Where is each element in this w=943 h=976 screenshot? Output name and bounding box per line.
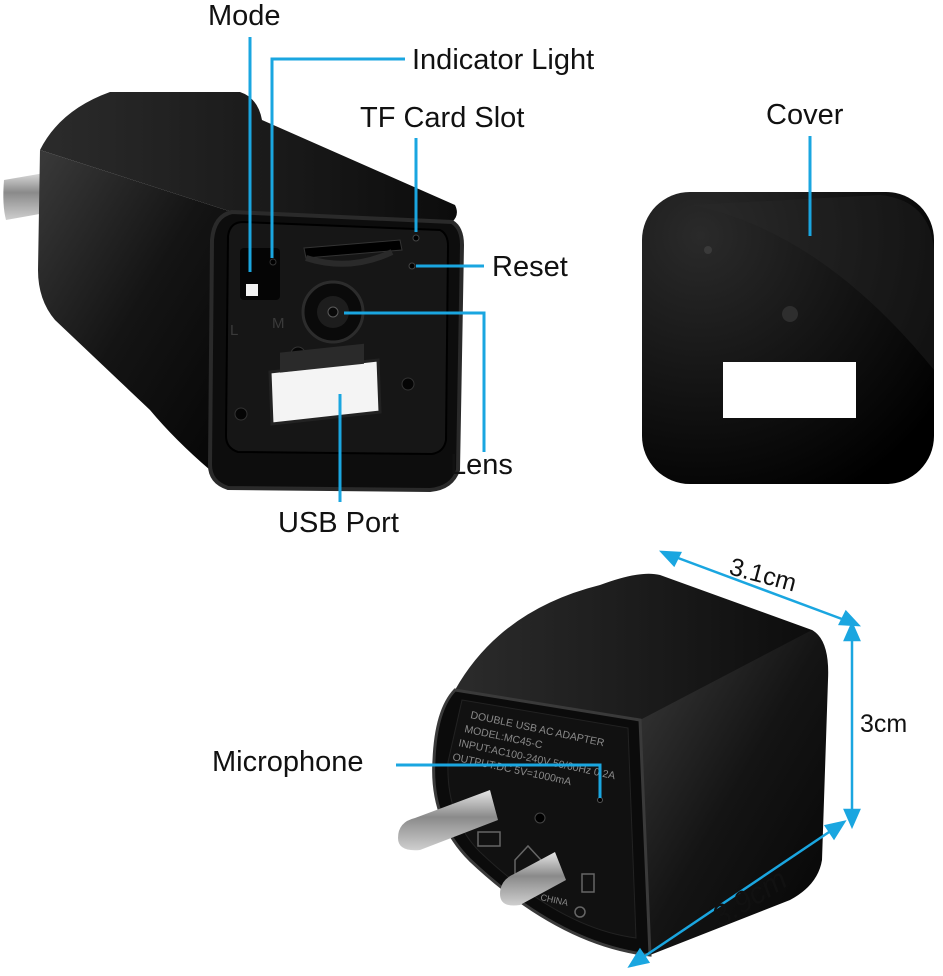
depth-dimension-line [635, 824, 839, 964]
usb-port-label: USB Port [278, 507, 399, 539]
plug-pin-left [398, 790, 498, 851]
callout-lines [248, 37, 812, 798]
reset-hole [408, 262, 416, 270]
microphone-label: Microphone [212, 746, 364, 778]
switch-mark-left: L [230, 322, 238, 339]
dimension-arrows [627, 550, 862, 968]
cover-label: Cover [766, 99, 844, 131]
camera-front-view: L M [3, 92, 465, 493]
tf-card-slot [303, 239, 403, 259]
tf-card-slot-label: TF Card Slot [360, 102, 524, 134]
plug-pin-right [500, 852, 566, 906]
camera-back-view: DOUBLE USB AC ADAPTER MODEL:MC45-C INPUT… [398, 573, 829, 957]
cover-plate [642, 192, 934, 484]
indicator-light [269, 258, 277, 266]
indicator-callout-line [270, 57, 405, 258]
width-dimension-line [669, 553, 851, 624]
lens-callout-line [344, 311, 486, 452]
switch-mark-right: M [272, 315, 285, 332]
mode-label: Mode [208, 0, 281, 32]
microphone-hole [597, 797, 603, 803]
cover-view [642, 192, 934, 484]
height-dimension-label: 3cm [860, 710, 907, 738]
microphone-callout-line [396, 763, 602, 798]
lens-label: Lens [450, 449, 513, 481]
reset-label: Reset [492, 251, 568, 283]
cover-usb-cutout [723, 362, 856, 418]
indicator-light-label: Indicator Light [412, 44, 594, 76]
